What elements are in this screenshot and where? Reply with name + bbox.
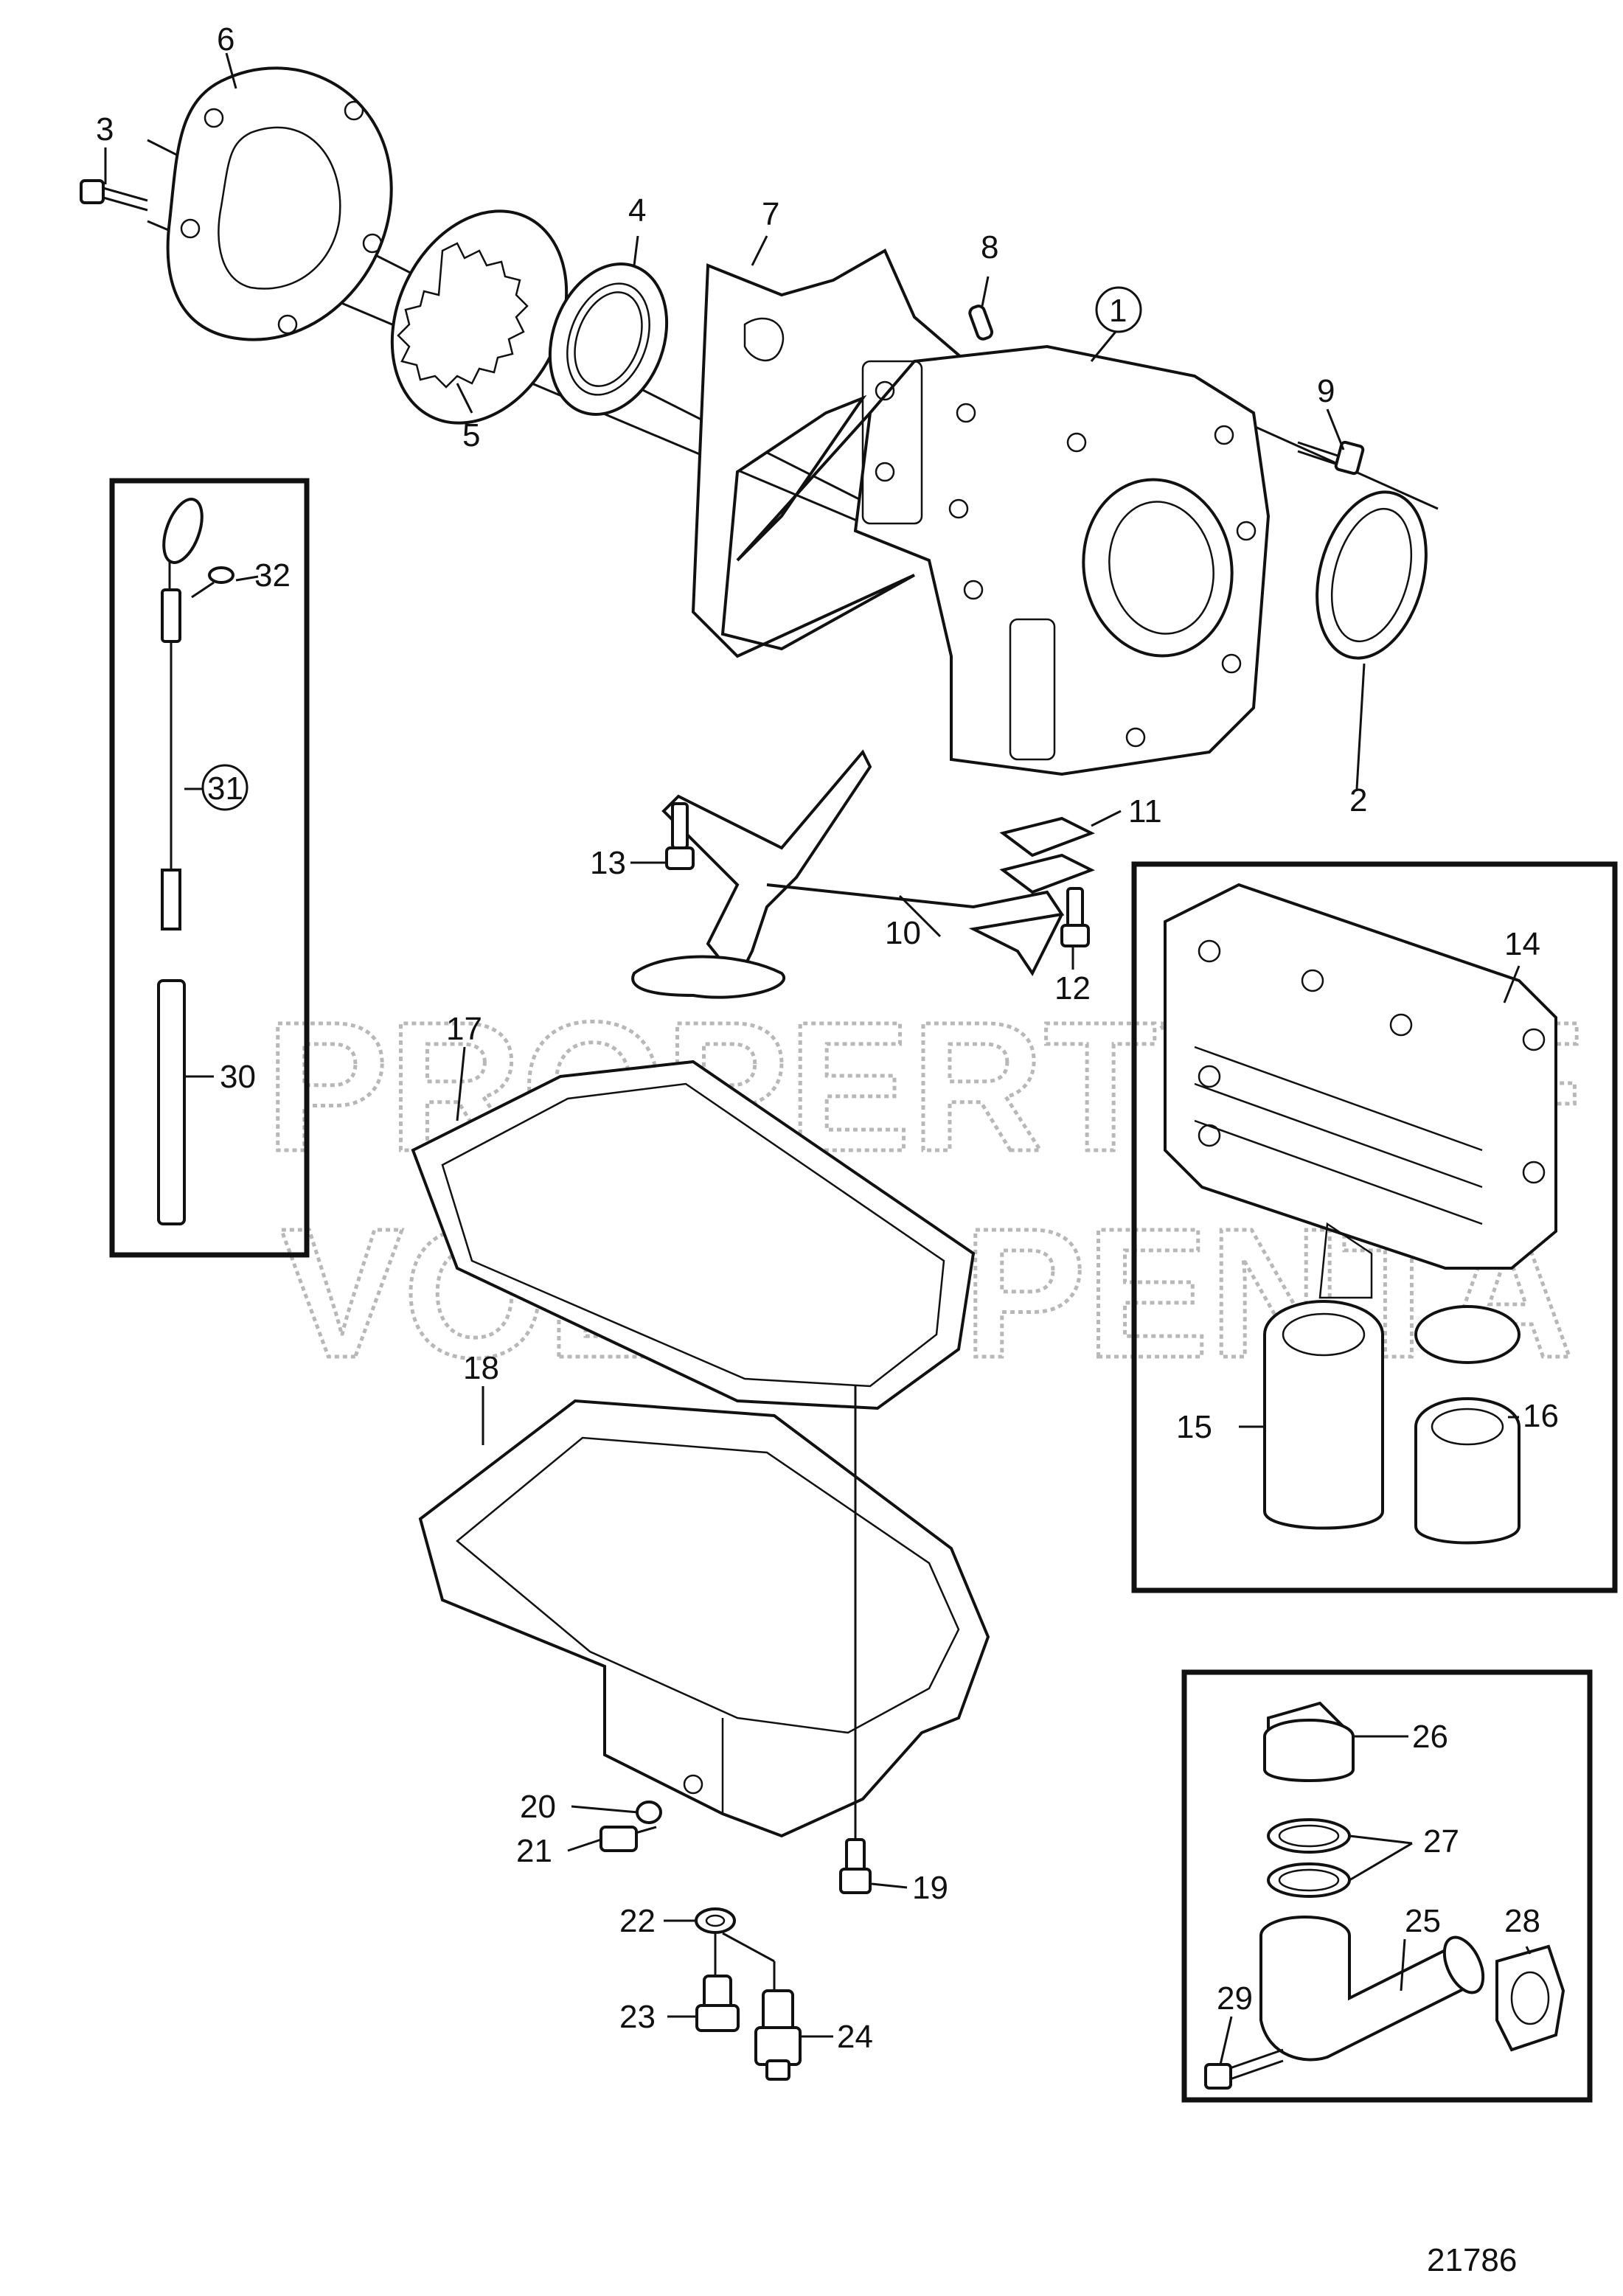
- callout-32: 32: [254, 557, 291, 594]
- part-25-filler-pipe: [1259, 1916, 1485, 2062]
- part-7-gasket: [691, 248, 969, 658]
- part-9-bolt: [1297, 440, 1365, 476]
- part-4-sprocket-ring: [548, 262, 669, 416]
- part-13-bolt: [665, 802, 695, 870]
- part-8-pin: [968, 305, 994, 341]
- part-12-bolt: [1060, 887, 1090, 947]
- oil-filter-box: [1131, 861, 1618, 1593]
- callout-29: 29: [1217, 1980, 1253, 2017]
- part-28-gasket: [1495, 1944, 1565, 2052]
- part-30-guide-tube: [157, 979, 214, 1225]
- callout-21: 21: [516, 1833, 552, 1869]
- leader-lines: [104, 52, 1532, 2065]
- part-15-oil-filter-long: [1263, 1300, 1384, 1530]
- part-11-gasket: [999, 816, 1095, 894]
- part-18-oil-pan: [418, 1399, 990, 1838]
- part-17-oil-pan-gasket: [411, 1060, 976, 1410]
- part-2-seal-ring: [1316, 490, 1428, 660]
- callout-labels: 6 3 4 5 7 8 1 9 2 11 12 13 10 14 15 16 1…: [96, 21, 1559, 2278]
- callout-15: 15: [1176, 1409, 1212, 1445]
- part-23-drain-plug: [695, 1975, 740, 2032]
- part-27-seal-rings: [1267, 1818, 1351, 1898]
- part-31-dipstick: [161, 498, 204, 930]
- callout-16: 16: [1523, 1398, 1559, 1434]
- callout-19: 19: [912, 1870, 948, 1906]
- part-21-drain-plug: [599, 1826, 657, 1852]
- part-22-washer: [695, 1907, 736, 1934]
- dipstick-box: [109, 478, 310, 1258]
- callout-6: 6: [217, 21, 234, 58]
- callout-14: 14: [1504, 926, 1540, 962]
- part-29-bolt: [1204, 2048, 1284, 2090]
- callout-8: 8: [981, 229, 998, 265]
- part-1-oil-pump-housing: [853, 344, 1271, 776]
- part-14-filter-bracket-cooler: [1164, 883, 1557, 1299]
- part-16-oil-filter-short: [1414, 1305, 1521, 1545]
- part-26-filler-cap: [1263, 1701, 1355, 1782]
- callout-17: 17: [446, 1011, 482, 1047]
- callout-30: 30: [220, 1059, 256, 1095]
- callout-18: 18: [463, 1350, 499, 1386]
- part-32-o-ring: [191, 566, 234, 599]
- callout-9: 9: [1317, 373, 1335, 409]
- part-10-oil-pickup-pipe: [631, 749, 1065, 999]
- callout-12: 12: [1054, 970, 1091, 1006]
- callout-5: 5: [462, 417, 480, 453]
- part-24-level-sensor: [754, 1989, 802, 2081]
- callout-26: 26: [1412, 1719, 1448, 1755]
- part-19-bolt: [839, 1386, 872, 1894]
- callout-1-circled: 1: [1095, 286, 1142, 333]
- callout-1: 1: [1109, 293, 1127, 329]
- part-20-washer: [636, 1801, 662, 1824]
- callout-11: 11: [1128, 793, 1162, 829]
- callout-7: 7: [762, 196, 779, 232]
- part-3-bolt: [80, 179, 148, 212]
- callout-10: 10: [885, 915, 921, 951]
- callout-2: 2: [1349, 782, 1367, 818]
- callout-13: 13: [590, 845, 626, 881]
- oil-pump-assembly: [80, 66, 1439, 776]
- oil-filler-box: [1181, 1669, 1593, 2103]
- callout-3: 3: [96, 111, 114, 147]
- part-5-splined-disc: [390, 209, 569, 425]
- callout-4: 4: [628, 192, 646, 229]
- callout-27: 27: [1423, 1823, 1459, 1860]
- part-6-flange-plate: [166, 66, 393, 341]
- callout-22: 22: [619, 1903, 656, 1939]
- callout-24: 24: [837, 2019, 873, 2055]
- callout-28: 28: [1504, 1903, 1540, 1939]
- callout-23: 23: [619, 1999, 656, 2035]
- callout-25: 25: [1405, 1903, 1441, 1939]
- leader-22-24: [722, 1932, 775, 1963]
- callout-31-circled: 31: [201, 764, 249, 811]
- figure-number: 21786: [1427, 2242, 1517, 2278]
- callout-31: 31: [207, 770, 243, 807]
- callout-20: 20: [520, 1789, 556, 1825]
